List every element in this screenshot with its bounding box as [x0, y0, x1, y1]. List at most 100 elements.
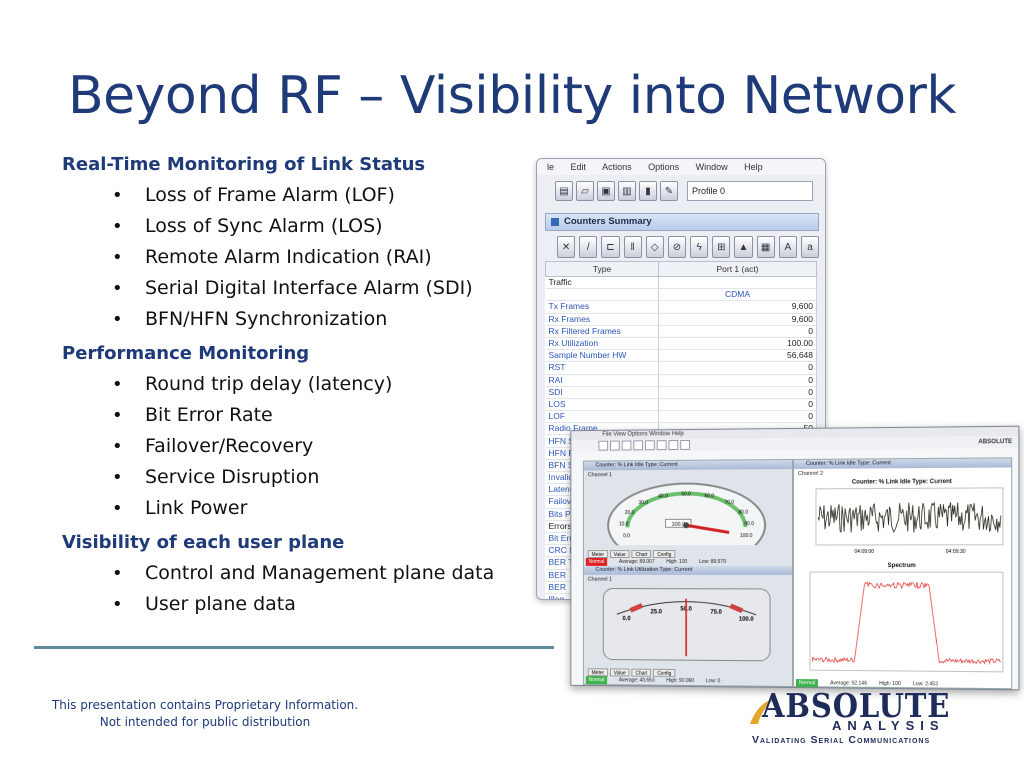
counter-toolbar: ✕ / ⊏ ‖ ◇ ⊘ ϟ ⊞ ▲ ▦ A a [557, 233, 819, 261]
column-header-port[interactable]: Port 1 (act) [659, 262, 817, 277]
tab-meter[interactable]: Meter [588, 550, 608, 558]
table-row[interactable]: RAI0 [546, 374, 817, 386]
font-larger-icon[interactable]: A [779, 236, 797, 258]
menu-item-edit[interactable]: Edit [571, 162, 587, 172]
toolbar-button-icon[interactable] [633, 440, 643, 450]
status-high: High: 100 [666, 558, 687, 566]
gauge-tick-label: 10.0 [619, 521, 629, 527]
list-item: Bit Error Rate [62, 400, 542, 431]
section-link-status: Real-Time Monitoring of Link Status Loss… [62, 154, 542, 335]
counter-value: 0 [659, 362, 817, 374]
toolbar-button-icon[interactable] [668, 440, 678, 450]
table-row[interactable]: Rx Filtered Frames0 [546, 325, 817, 337]
pin-icon[interactable]: / [579, 236, 597, 258]
font-smaller-icon[interactable]: a [801, 236, 819, 258]
menu-bar: le Edit Actions Options Window Help [537, 159, 825, 175]
gauge-tick-label: 20.0 [625, 510, 635, 516]
gauge-tick-label: 30.0 [639, 500, 649, 506]
status-low: Low: 0 [706, 677, 721, 685]
status-high: High: 90.060 [666, 677, 694, 685]
gauge1-dial: 0.010.020.030.040.050.060.070.080.090.01… [584, 479, 790, 545]
new-file-icon[interactable]: ▤ [555, 181, 573, 201]
list-item: Round trip delay (latency) [62, 369, 542, 400]
list-item: Remote Alarm Indication (RAI) [62, 242, 542, 273]
gauge-tick-label: 80.0 [738, 510, 748, 516]
list-item: BFN/HFN Synchronization [62, 304, 542, 335]
tab-chart[interactable]: Chart [632, 669, 652, 677]
delete-icon[interactable]: ▮ [639, 181, 657, 201]
graph-icon[interactable]: ▲ [734, 236, 752, 258]
list-item: Service Disruption [62, 462, 542, 493]
chart-icon[interactable]: ⊞ [712, 236, 730, 258]
save-all-icon[interactable]: ▥ [618, 181, 636, 201]
grid-icon[interactable]: ▦ [757, 236, 775, 258]
gauge2-header: Counter: % Link Utilization Type: Curren… [584, 566, 792, 575]
lightning-icon[interactable]: ϟ [690, 236, 708, 258]
list-item: Serial Digital Interface Alarm (SDI) [62, 273, 542, 304]
toolbar: ▤ ▱ ▣ ▥ ▮ ✎ Profile 0 [537, 175, 825, 207]
tab-chart[interactable]: Chart [632, 550, 652, 558]
tab-value[interactable]: Value [610, 550, 630, 558]
table-row[interactable]: Tx Frames9,600 [546, 301, 817, 313]
counter-value: CDMA [659, 289, 817, 301]
toolbar-button-icon[interactable] [645, 440, 655, 450]
table-row[interactable]: Traffic [546, 277, 817, 289]
counter-type: Traffic [546, 277, 659, 289]
company-logo: ABSOLUTE ANALYSIS Validating Serial Comm… [748, 684, 980, 750]
tab-value[interactable]: Value [610, 668, 630, 676]
connector-icon[interactable]: ⊏ [601, 236, 619, 258]
counter-value: 100.00 [659, 337, 817, 349]
profile-select[interactable]: Profile 0 [687, 181, 813, 201]
toolbar-button-icon[interactable] [680, 440, 690, 450]
column-header-type[interactable]: Type [546, 262, 659, 277]
table-row[interactable]: RST0 [546, 362, 817, 374]
open-folder-icon[interactable]: ▱ [576, 181, 594, 201]
menu-item-options[interactable]: Options [648, 162, 679, 172]
table-row[interactable]: CDMA [546, 289, 817, 301]
menu-item-file[interactable]: le [547, 162, 554, 172]
table-row[interactable]: LOF0 [546, 411, 817, 423]
gauge-tick-label: 25.0 [651, 609, 663, 615]
gauge2-channel-select[interactable]: Channel 1 [584, 575, 792, 585]
section-performance: Performance Monitoring Round trip delay … [62, 343, 542, 524]
table-row[interactable]: Rx Frames9,600 [546, 313, 817, 325]
edit-icon[interactable]: ✎ [660, 181, 678, 201]
x-tick-label: 04:09:00 [854, 549, 874, 555]
eraser-icon[interactable]: ◇ [646, 236, 664, 258]
counter-type: Rx Utilization [546, 337, 659, 349]
gauge-tick-label: 90.0 [744, 521, 754, 527]
tab-meter[interactable]: Meter [588, 668, 608, 676]
counter-type: LOF [546, 411, 659, 423]
counter-value: 0 [659, 325, 817, 337]
bullet-content: Real-Time Monitoring of Link Status Loss… [62, 154, 542, 628]
counter-value: 0 [659, 398, 817, 410]
list-item: Control and Management plane data [62, 558, 542, 589]
counter-value: 9,600 [659, 313, 817, 325]
tab-config[interactable]: Config [653, 669, 675, 677]
save-icon[interactable]: ▣ [597, 181, 615, 201]
toolbar-button-icon[interactable] [598, 441, 608, 451]
menu-item-actions[interactable]: Actions [602, 162, 632, 172]
gauge-tick-label: 0.0 [622, 616, 631, 622]
x-tick-label: 04:09:30 [946, 549, 966, 555]
counter-value: 9,600 [659, 301, 817, 313]
tools-icon[interactable]: ✕ [557, 236, 575, 258]
table-row[interactable]: LOS0 [546, 398, 817, 410]
menu-item-window[interactable]: Window [696, 162, 728, 172]
table-row[interactable]: Sample Number HW56,648 [546, 350, 817, 362]
toolbar-button-icon[interactable] [622, 440, 632, 450]
footer-notice: This presentation contains Proprietary I… [40, 697, 370, 731]
table-row[interactable]: Rx Utilization100.00 [546, 337, 817, 349]
tab-config[interactable]: Config [653, 550, 675, 558]
monitor-logo: ABSOLUTE [978, 439, 1012, 445]
toolbar-button-icon[interactable] [610, 441, 620, 451]
idle-time-chart: 04:09:00 04:09:30 [794, 486, 1009, 557]
table-row[interactable]: SDI0 [546, 386, 817, 398]
counter-type: Rx Frames [546, 313, 659, 325]
stop-icon[interactable]: ⊘ [668, 236, 686, 258]
menu-item-help[interactable]: Help [744, 162, 763, 172]
gauge-tick-label: 70.0 [724, 500, 734, 506]
columns-icon[interactable]: ‖ [624, 236, 642, 258]
counter-value: 56,648 [659, 350, 817, 362]
toolbar-button-icon[interactable] [657, 440, 667, 450]
